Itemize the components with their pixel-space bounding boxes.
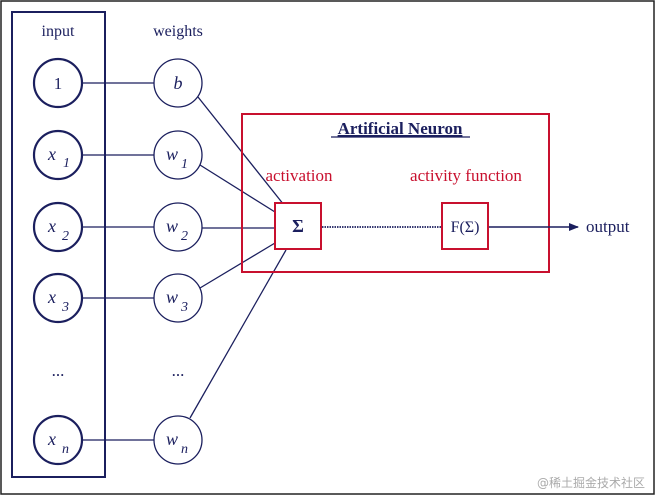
input-label: x [47, 216, 56, 236]
weight-label-sub: 3 [180, 300, 188, 315]
weight-label: b [174, 73, 183, 93]
input-weight-connections [82, 82, 154, 441]
connection-line [199, 164, 276, 213]
weight-label: w [166, 429, 178, 449]
weight-sum-connections [189, 96, 287, 419]
weight-label: w [166, 287, 178, 307]
input-label: x [47, 429, 56, 449]
function-label: F(Σ) [451, 219, 480, 236]
neuron-box [241, 113, 550, 273]
input-label-main: x [47, 429, 56, 449]
input-label: x [47, 144, 56, 164]
weight-label-sub: 1 [181, 157, 188, 172]
input-label-main: x [47, 287, 56, 307]
input-column-box [11, 11, 106, 478]
weight-nodes [153, 58, 203, 465]
weight-label-main: w [166, 287, 178, 307]
input-nodes [32, 57, 84, 466]
weight-label: w [166, 216, 178, 236]
function-box [441, 202, 489, 250]
weight-label-sub: 2 [181, 229, 188, 244]
weights-title: weights [153, 23, 203, 40]
watermark: @稀土掘金技术社区 [537, 475, 645, 490]
activation-label: activation [265, 166, 333, 185]
sum-box [274, 202, 322, 250]
connection-line [189, 249, 287, 419]
input-title: input [42, 23, 75, 40]
input-label: x [47, 287, 56, 307]
weight-labels: b w 1 w 2 w 3 w n [166, 73, 188, 457]
output-label: output [586, 217, 630, 236]
weight-node [153, 273, 203, 323]
input-label-main: x [47, 144, 56, 164]
weight-node [153, 58, 203, 108]
input-label-sub: 1 [63, 156, 70, 171]
input-ellipsis: ... [52, 361, 65, 380]
input-node [32, 272, 84, 324]
weight-label-main: w [166, 216, 178, 236]
input-label-main: 1 [54, 74, 63, 93]
weight-label-main: b [174, 73, 183, 93]
input-node [32, 57, 84, 109]
sum-symbol: Σ [292, 216, 304, 236]
input-label-main: x [47, 216, 56, 236]
input-node [32, 201, 84, 253]
input-label-sub: 2 [62, 229, 69, 244]
weight-node [153, 415, 203, 465]
input-node [32, 414, 84, 466]
input-node [32, 129, 84, 181]
weight-node [153, 202, 203, 252]
input-label: 1 [54, 74, 63, 93]
weight-label-main: w [166, 144, 178, 164]
weight-label-main: w [166, 429, 178, 449]
weight-label-sub: n [181, 442, 188, 457]
weight-label: w [166, 144, 178, 164]
activity-function-label: activity function [410, 166, 522, 185]
weight-node [153, 130, 203, 180]
input-label-sub: 3 [61, 300, 69, 315]
weight-ellipsis: ... [172, 361, 185, 380]
input-labels: 1 x 1 x 2 x 3 x n [47, 74, 70, 457]
neuron-title: Artificial Neuron [338, 119, 463, 138]
connection-line [199, 242, 276, 289]
input-label-sub: n [62, 442, 69, 457]
